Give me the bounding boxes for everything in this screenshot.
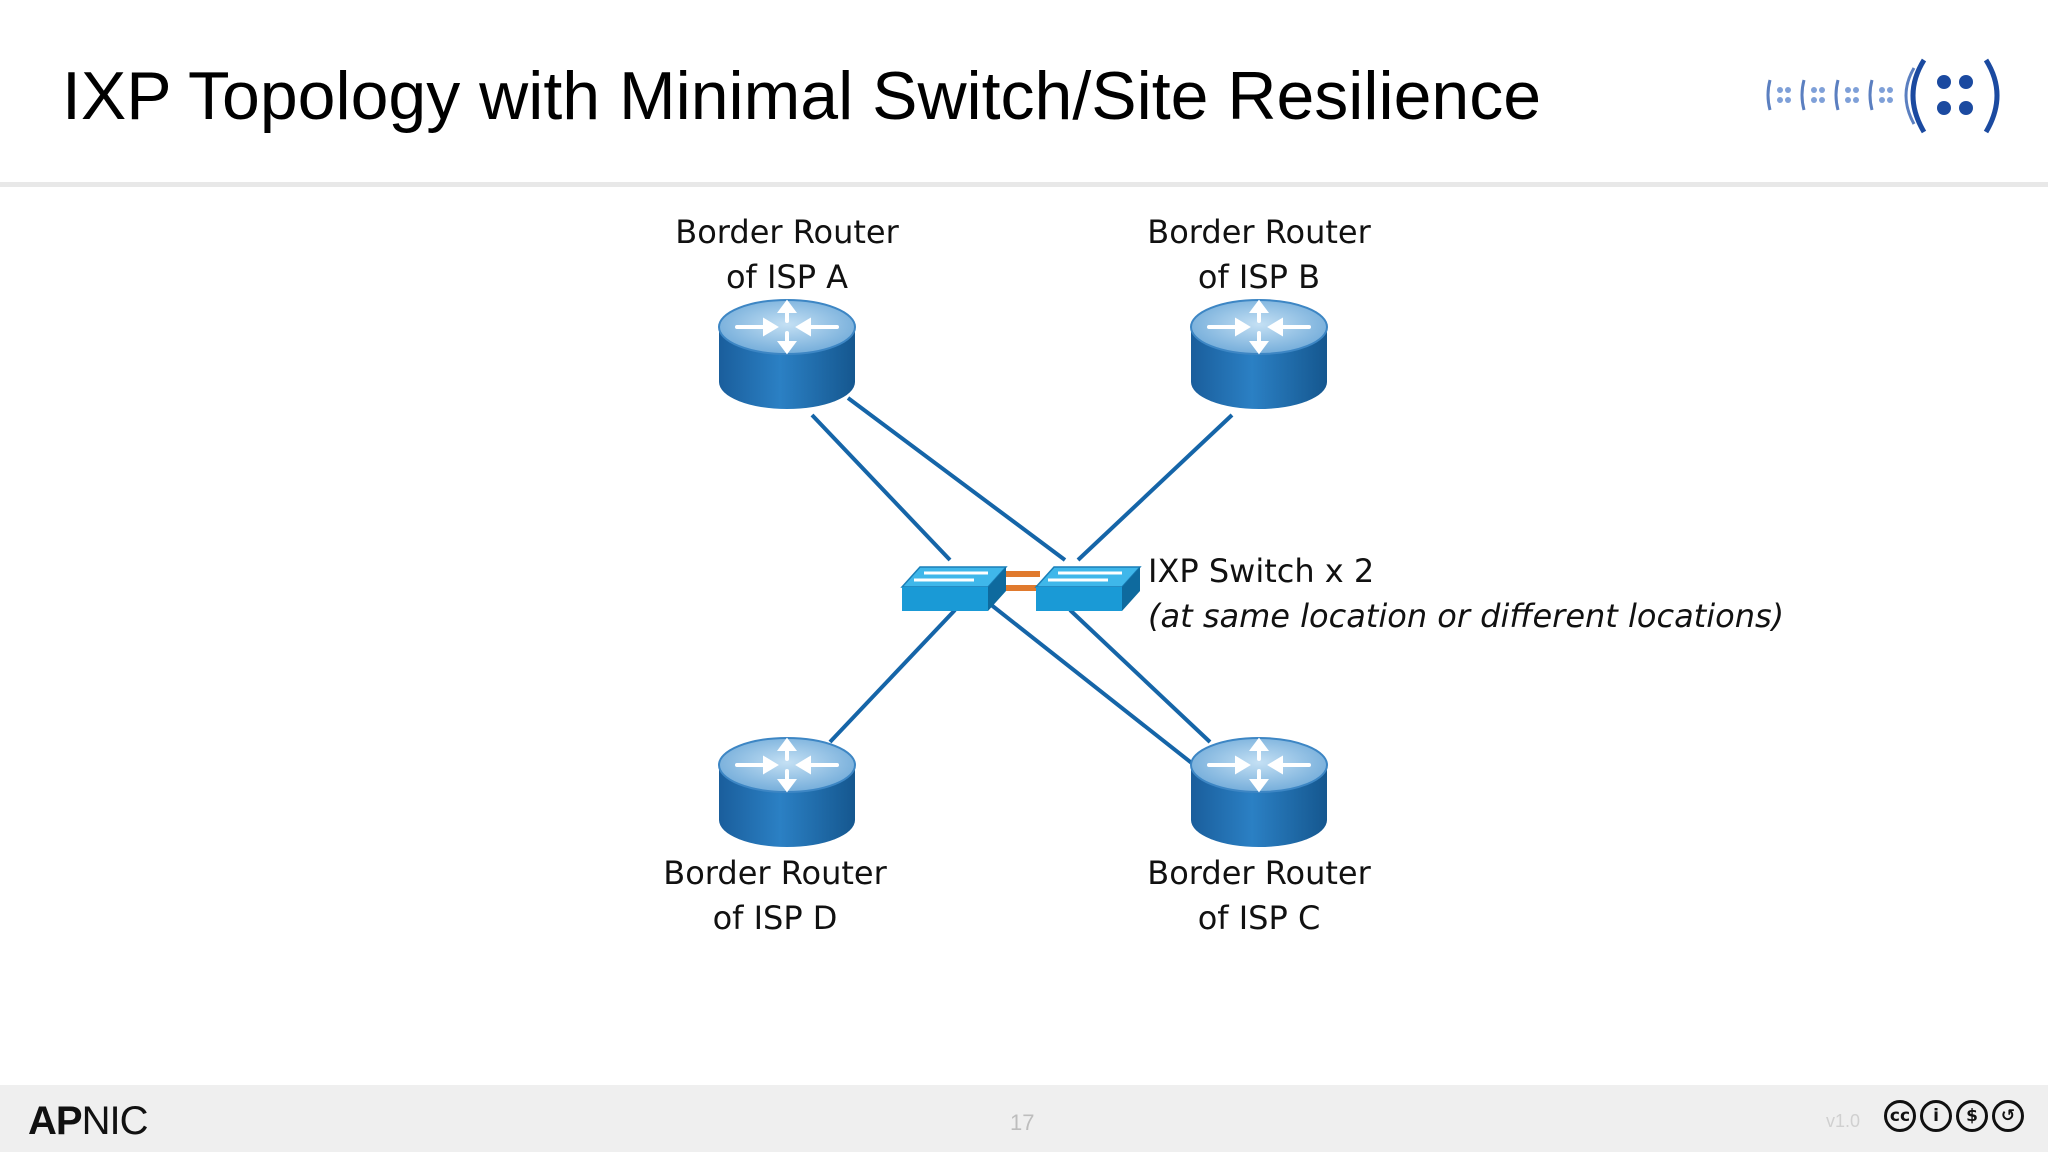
version-label: v1.0: [1826, 1111, 1861, 1131]
link-a-switch1: [810, 413, 952, 562]
page-title: IXP Topology with Minimal Switch/Site Re…: [62, 58, 1542, 134]
by-icon: i: [1920, 1100, 1952, 1132]
link-c-switch1: [983, 598, 1200, 770]
ixp-logo: [1766, 58, 2000, 134]
router-isp-a: [717, 298, 857, 411]
label-ixp-switch: IXP Switch x 2 (at same location or diff…: [1148, 552, 1785, 635]
ixp-switch-1: [900, 565, 1008, 613]
cc-icon: cc: [1884, 1100, 1916, 1132]
apnic-logo: APNIC: [28, 1099, 148, 1143]
label-router-isp-b: Border Router of ISP B: [1147, 213, 1371, 296]
link-b-switch2: [1076, 413, 1234, 562]
nc-icon: $: [1956, 1100, 1988, 1132]
link-a-switch2: [846, 396, 1067, 562]
label-router-isp-a: Border Router of ISP A: [675, 213, 899, 296]
router-isp-b: [1189, 298, 1329, 411]
label-router-isp-d: Border Router of ISP D: [663, 854, 887, 937]
link-c-switch2: [1068, 608, 1212, 744]
license-badges: cc i $ ↺: [1884, 1100, 2024, 1132]
label-router-isp-c: Border Router of ISP C: [1147, 854, 1371, 937]
router-isp-d: [717, 736, 857, 849]
footer-bar: [0, 1085, 2048, 1152]
header-divider: [0, 182, 2048, 187]
sa-icon: ↺: [1992, 1100, 2024, 1132]
router-isp-c: [1189, 736, 1329, 849]
page-number: 17: [1010, 1110, 1035, 1135]
interswitch-link: [1000, 571, 1040, 591]
links: [810, 396, 1234, 770]
link-d-switch1: [828, 608, 957, 744]
ixp-switch-2: [1034, 565, 1142, 613]
